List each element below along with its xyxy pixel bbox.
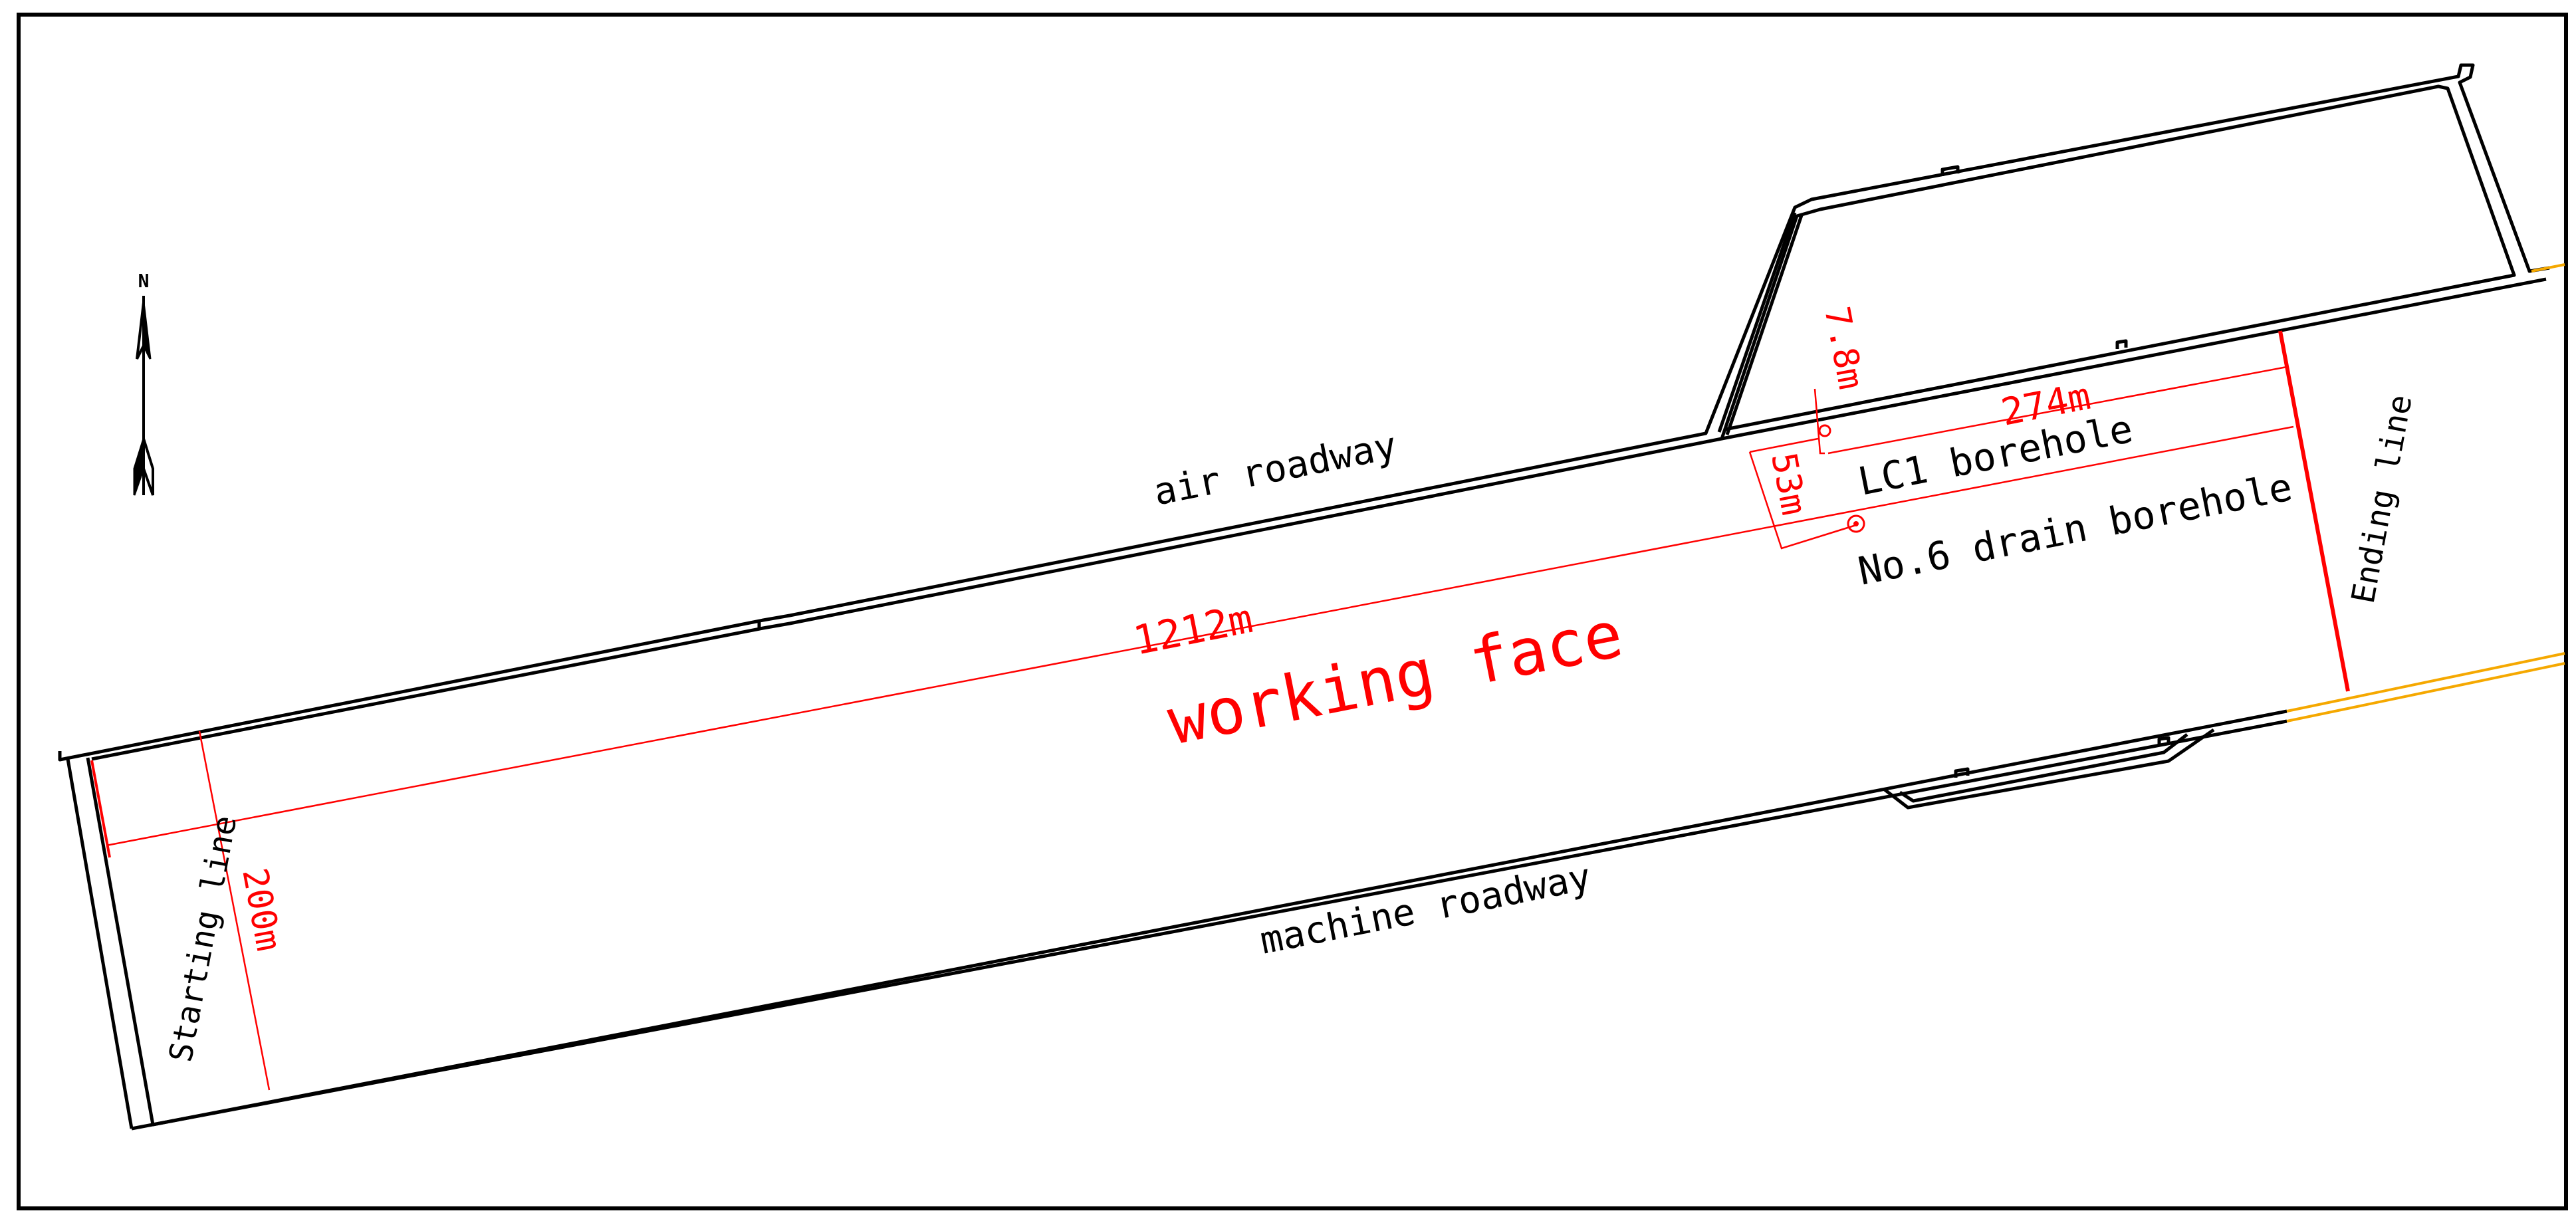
connecting-roadway-line-2 bbox=[1725, 215, 1804, 435]
ending-line-label: Ending line bbox=[2345, 391, 2420, 606]
drain-offset-label: 53m bbox=[1763, 449, 1814, 518]
width-dimension-line bbox=[198, 730, 271, 1091]
air-roadway-outer-line bbox=[58, 63, 2550, 762]
machine-roadway-chamber-outer bbox=[1883, 728, 2215, 810]
north-arrow-icon: N bbox=[133, 270, 154, 496]
ending-line bbox=[2278, 330, 2350, 692]
borehole-circle-icon bbox=[1818, 424, 1865, 533]
length-dimension-label: 1212m bbox=[1129, 596, 1256, 665]
ending-distance-line bbox=[1827, 366, 2287, 455]
connecting-roadway-line bbox=[1717, 212, 1797, 433]
north-label: N bbox=[138, 270, 150, 292]
machine-roadway-label: machine roadway bbox=[1256, 855, 1595, 963]
air-roadway-inner-line bbox=[91, 84, 2516, 761]
machine-roadway-inner-line bbox=[152, 709, 2287, 1127]
lc1-offset-line bbox=[1814, 388, 1825, 455]
width-dimension-label: 200m bbox=[234, 865, 289, 954]
machine-roadway-extension-2 bbox=[2286, 662, 2565, 723]
roadway-extensions bbox=[2286, 263, 2565, 723]
starting-end-wall bbox=[66, 758, 134, 1129]
starting-end-wall-inner bbox=[86, 757, 155, 1125]
roadway-outlines bbox=[58, 63, 2550, 1131]
drain-offset-line bbox=[1748, 451, 1857, 550]
starting-line-label: Starting line bbox=[162, 813, 245, 1065]
starting-line bbox=[90, 760, 111, 858]
air-roadway-east-line bbox=[1721, 277, 2547, 441]
dimension-lines bbox=[106, 366, 2294, 1091]
length-dimension-line bbox=[106, 425, 2294, 847]
machine-roadway-chamber-inner bbox=[1899, 733, 2188, 803]
drawing-frame bbox=[17, 13, 2568, 1210]
lc1-borehole-label: LC1 borehole bbox=[1855, 406, 2137, 504]
machine-roadway-extension-1 bbox=[2286, 652, 2565, 713]
air-roadway-extension bbox=[2531, 263, 2565, 273]
lc1-offset-label: 7.8m bbox=[1816, 303, 1871, 392]
